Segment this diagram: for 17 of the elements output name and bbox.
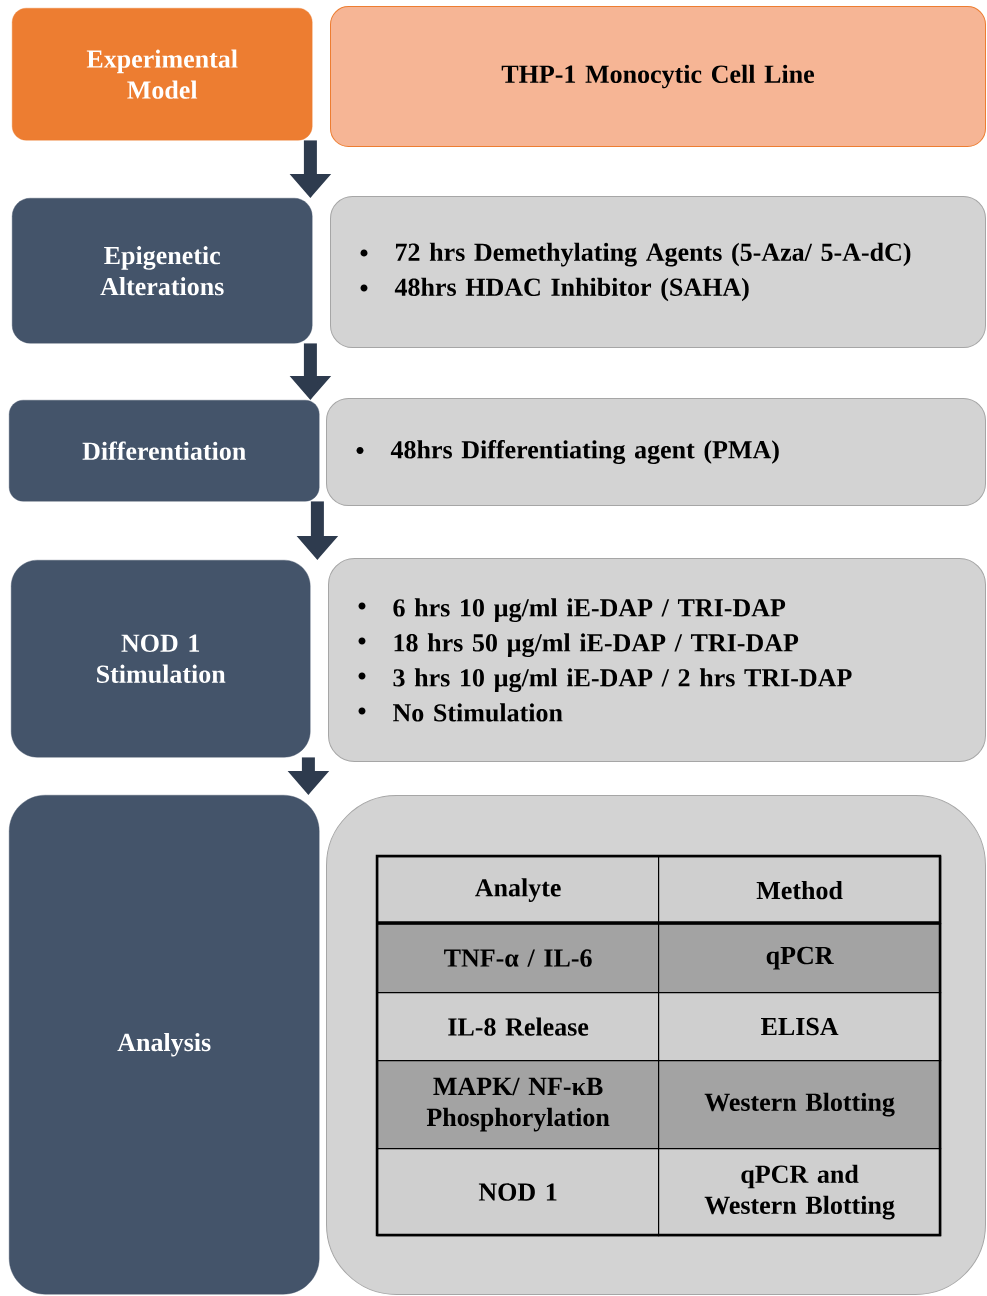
detail-box: 6 hrs 10 µg/ml iE-DAP / TRI-DAP 18 hrs 50 µg/ml iE-DAP / TRI-DAP 3 hrs 10 µg/ml iE-DAP / 2 hrs TRI-DAP No Stimulation <box>328 558 986 762</box>
table-cell: qPCR <box>658 923 942 994</box>
table-cell: MAPK/ NF-κB Phosphorylation <box>377 1060 660 1150</box>
table-cell: NOD 1 <box>377 1148 660 1237</box>
table-cell: TNF-α / IL-6 <box>377 923 660 994</box>
detail-box: 72 hrs Demethylating Agents (5-Aza/ 5-A-dC) 48hrs HDAC Inhibitor (SAHA) <box>330 196 986 348</box>
title-box: THP-1 Monocytic Cell Line <box>330 6 986 147</box>
detail-box: 48hrs Differentiating agent (PMA) <box>326 398 986 506</box>
header-box: Experimental Model <box>12 8 313 141</box>
step-box: Analysis <box>9 795 320 1295</box>
table-cell: Analyte <box>377 856 660 925</box>
table-cell: Western Blotting <box>658 1060 942 1150</box>
table-cell: qPCR and Western Blotting <box>658 1148 942 1237</box>
step-box: NOD 1 Stimulation <box>11 560 311 758</box>
table-cell: Method <box>658 856 942 925</box>
step-box: Epigenetic Alterations <box>12 198 313 344</box>
step-box: Differentiation <box>9 400 320 502</box>
